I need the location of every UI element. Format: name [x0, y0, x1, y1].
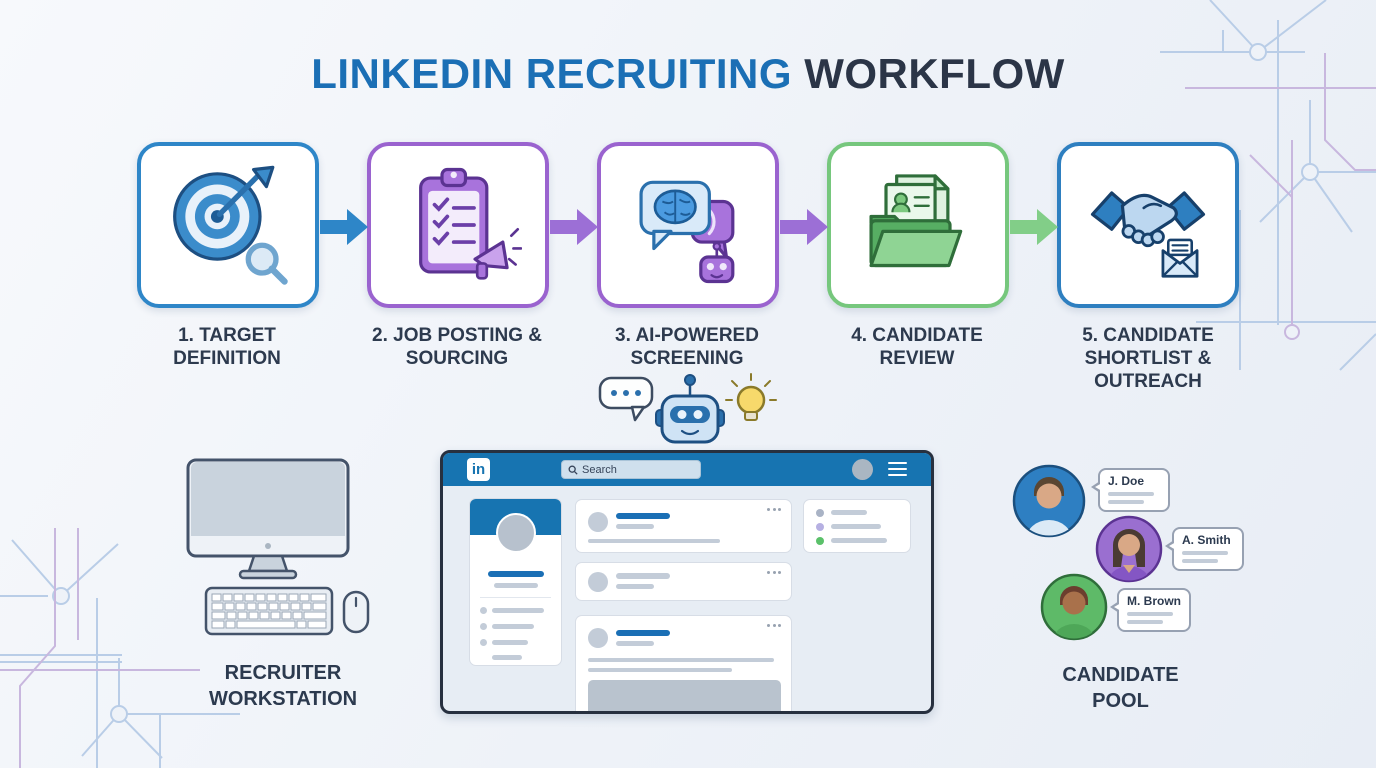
search-icon: [568, 465, 578, 475]
candidate-bubble-m-brown: M. Brown: [1110, 588, 1191, 632]
menu-icon[interactable]: [888, 462, 907, 479]
candidate-avatar-a-smith: [1095, 515, 1163, 583]
chat-dots-icon: [598, 376, 654, 422]
handshake-envelope-icon: [1090, 191, 1206, 278]
overflow-menu-icon[interactable]: [767, 571, 781, 574]
profile-card: [469, 498, 562, 666]
candidate-avatar-m-brown: [1040, 573, 1108, 641]
candidate-bubble-a-smith: A. Smith: [1165, 527, 1244, 571]
step-label-4: 4. CANDIDATE REVIEW: [851, 325, 983, 370]
page-title: LINKEDIN RECRUITING WORKFLOW: [0, 50, 1376, 98]
search-placeholder: Search: [582, 463, 617, 476]
overflow-menu-icon[interactable]: [767, 508, 781, 511]
profile-headline-bar: [494, 583, 538, 588]
linkedin-logo: in: [467, 458, 490, 481]
step-box-ai-screening: [597, 142, 779, 308]
profile-photo: [496, 513, 536, 553]
flow-arrow-2: [550, 209, 598, 245]
target-magnifier-icon: [173, 165, 288, 285]
circuit-decoration-top-right: [1160, 0, 1376, 371]
profile-avatar-button[interactable]: [852, 459, 873, 480]
step-label-1: 1. TARGET DEFINITION: [173, 325, 281, 370]
profile-name-bar: [488, 571, 544, 577]
circuit-decoration-bottom-left: [0, 528, 240, 768]
step-box-candidate-review: [827, 142, 1009, 308]
clipboard-megaphone-icon: [419, 167, 522, 280]
feed-post-card: [575, 499, 792, 553]
candidate-name: J. Doe: [1108, 474, 1145, 488]
candidate-name: A. Smith: [1182, 533, 1231, 547]
linkedin-navbar: in Search: [443, 453, 931, 486]
search-input[interactable]: Search: [561, 460, 701, 479]
robot-icon: [655, 374, 725, 444]
candidate-bubble-j-doe: J. Doe: [1091, 468, 1170, 512]
title-highlight: LINKEDIN RECRUITING: [311, 50, 793, 97]
folder-documents-icon: [869, 174, 963, 268]
ai-robot-group: [598, 373, 777, 444]
candidate-name: M. Brown: [1127, 594, 1181, 608]
sidebar-suggestions-card: [803, 499, 911, 553]
chat-brain-robot-icon: [639, 180, 735, 284]
step-box-job-posting: [367, 142, 549, 308]
flow-arrow-4: [1010, 209, 1058, 245]
title-rest: WORKFLOW: [792, 50, 1065, 97]
overflow-menu-icon[interactable]: [767, 624, 781, 627]
mouse-icon: [342, 590, 370, 634]
flow-arrow-3: [780, 209, 828, 245]
step-label-2: 2. JOB POSTING & SOURCING: [372, 325, 542, 370]
step-box-target-definition: [137, 142, 319, 308]
candidate-avatar-j-doe: [1012, 464, 1086, 538]
candidate-pool-label: CANDIDATE POOL: [1062, 664, 1179, 712]
workstation-label: RECRUITER WORKSTATION: [208, 662, 358, 710]
step-label-3: 3. AI-POWERED SCREENING: [615, 325, 759, 370]
step-label-5: 5. CANDIDATE SHORTLIST & OUTREACH: [1082, 325, 1214, 393]
feed-post-card: [575, 615, 792, 711]
feed-post-card: [575, 562, 792, 601]
monitor-icon: [186, 458, 350, 580]
linkedin-browser-mockup: in Search: [440, 450, 934, 714]
flow-arrow-1: [320, 209, 368, 245]
lightbulb-icon: [725, 373, 777, 421]
step-box-shortlist-outreach: [1057, 142, 1239, 308]
post-image-placeholder: [588, 680, 781, 711]
divider: [480, 597, 551, 598]
keyboard-icon: [204, 586, 334, 636]
